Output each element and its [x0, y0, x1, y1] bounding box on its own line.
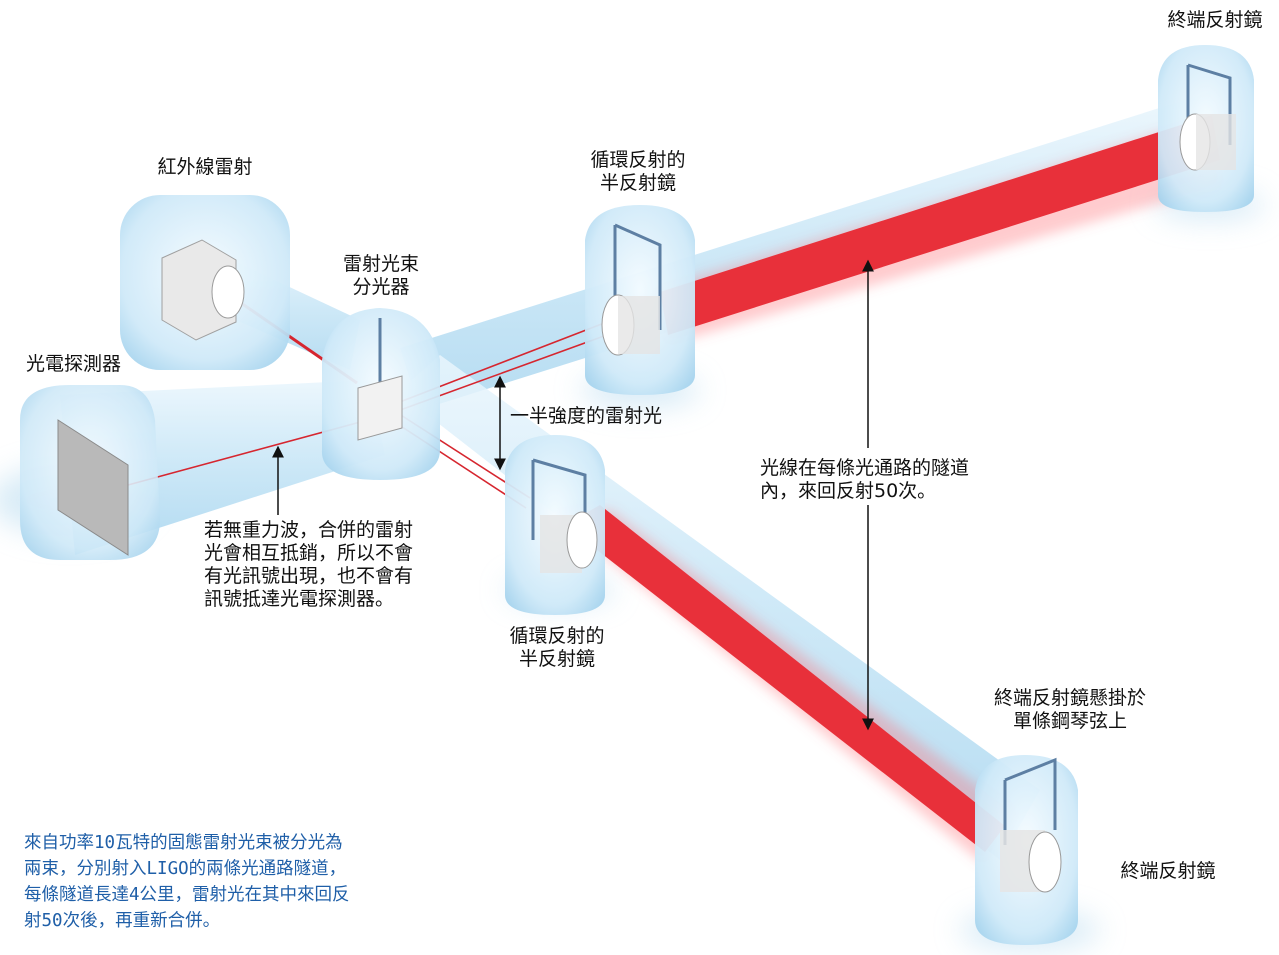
recycling-mirror-top-chamber: [585, 205, 695, 395]
laser-source-box: [161, 239, 237, 341]
beam-southeast: [565, 505, 1005, 852]
label-end-mirror-top: 終端反射鏡: [1167, 9, 1263, 31]
annotation-arrows: [272, 259, 874, 731]
label-light-bounces: 光線在每條光通路的隧道 內，來回反射50次。: [760, 457, 970, 502]
end-mirror-top-chamber: [1158, 45, 1254, 212]
end-mirror-bottom-chamber: [975, 755, 1078, 945]
recycling-mirror-bottom-chamber: [505, 435, 605, 615]
label-suspended-mirror: 終端反射鏡懸掛於 單條鋼琴弦上: [993, 687, 1146, 732]
laser-chamber: [120, 195, 290, 370]
photodetector-chamber: [20, 385, 160, 560]
photodetector-plate: [57, 419, 129, 556]
label-recycling-mirror-bottom: 循環反射的 半反射鏡: [509, 625, 605, 670]
caption: 來自功率10瓦特的固態雷射光束被分光為 兩束，分別射入LIGO的兩條光通路隧道，…: [24, 833, 350, 931]
arm-laser-beams: [565, 115, 1220, 852]
label-photodetector: 光電探測器: [26, 353, 122, 375]
label-end-mirror-bottom: 終端反射鏡: [1120, 860, 1216, 882]
beam-splitter-chamber: [321, 308, 440, 480]
label-half-intensity: 一半強度的雷射光: [510, 405, 663, 427]
label-infrared-laser: 紅外線雷射: [157, 156, 253, 178]
label-recycling-mirror-top: 循環反射的 半反射鏡: [590, 149, 686, 194]
label-beam-splitter: 雷射光束 分光器: [342, 253, 419, 298]
label-no-gravity-wave: 若無重力波，合併的雷射 光會相互抵銷，所以不會 有光訊號出現，也不會有 訊號抵達…: [204, 519, 414, 610]
beam-northeast: [660, 115, 1220, 335]
